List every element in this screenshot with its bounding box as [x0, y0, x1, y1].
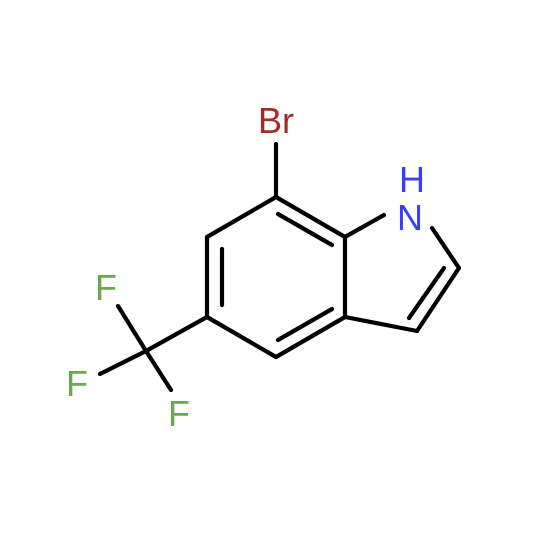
bond-c2-c3 [414, 265, 462, 334]
atom-f2-label: F [66, 363, 88, 404]
bond-c2-c3-inner [406, 265, 447, 321]
bond-cf3-f3 [143, 348, 174, 393]
bond-c3a-c4 [273, 314, 348, 360]
bond-c3a-c4-inner [275, 306, 335, 343]
bond-n1-c2 [429, 225, 462, 271]
bond-c3-c3a [342, 314, 420, 334]
bond-c7-c7a [273, 194, 348, 240]
bond-cf3-f2 [97, 348, 149, 377]
atom-br-label: Br [258, 100, 294, 141]
atom-f1-label: F [95, 267, 117, 308]
bond-c4-c5 [204, 314, 279, 360]
bond-cf3-f1 [115, 303, 149, 354]
bond-c5-cf3 [143, 314, 210, 354]
atom-n-label: N [397, 197, 423, 238]
bond-c7a-n1 [342, 212, 387, 240]
atom-h-label: H [399, 159, 425, 200]
atom-f3-label: F [168, 393, 190, 434]
bond-c6-c7 [204, 194, 279, 240]
bond-c7-c7a-inner [275, 211, 335, 248]
